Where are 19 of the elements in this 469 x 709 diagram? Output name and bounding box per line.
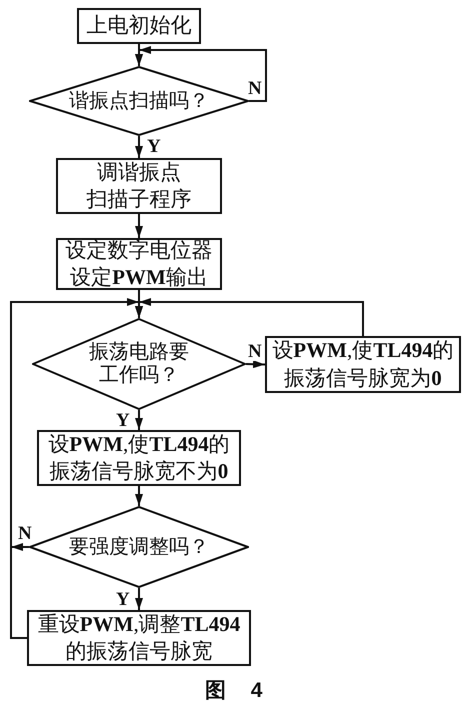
arrow — [135, 136, 143, 158]
decision-text: 振荡电路要工作吗？ — [89, 341, 189, 387]
decision-text: 要强度调整吗？ — [69, 536, 209, 558]
decision-diamond — [32, 318, 246, 410]
figure-caption: 图 4 — [205, 680, 262, 701]
arrow — [135, 588, 143, 610]
arrow — [135, 486, 143, 506]
arrow — [246, 360, 266, 368]
decision-text: 谐振点扫描吗？ — [69, 90, 209, 112]
process-box: 调谐振点扫描子程序 — [56, 158, 222, 214]
process-box: 设PWM,使TL494的振荡信号脉宽为0 — [265, 336, 461, 393]
decision-diamond — [29, 66, 249, 136]
process-box: 设PWM,使TL494的振荡信号脉宽不为0 — [37, 430, 241, 486]
edge-label: N — [247, 342, 263, 361]
process-box: 重设PWM,调整TL494的振荡信号脉宽 — [27, 610, 251, 666]
process-box: 上电初始化 — [77, 8, 201, 44]
arrow — [135, 410, 143, 430]
process-box: 设定数字电位器设定PWM输出 — [56, 238, 222, 290]
arrow — [135, 214, 143, 238]
